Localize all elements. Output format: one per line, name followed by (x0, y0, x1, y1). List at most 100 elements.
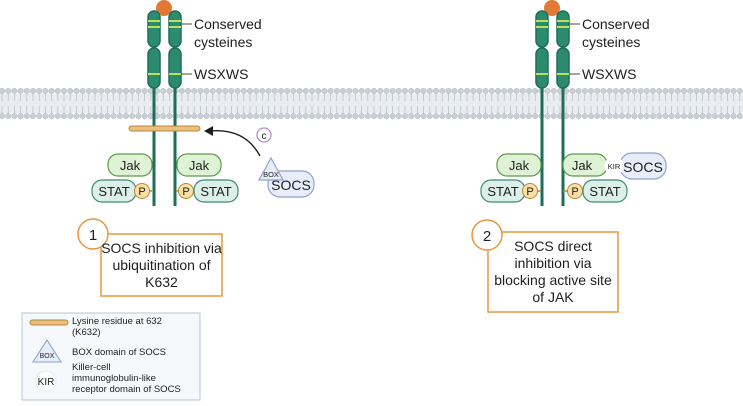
lipid-head (67, 87, 74, 94)
lipid-head (643, 87, 650, 94)
lipid-head (358, 112, 365, 119)
jak-left-box (107, 153, 153, 177)
lipid-head (178, 112, 185, 119)
lipid-head (625, 112, 632, 119)
lipid-head (141, 87, 148, 94)
lipid-head (532, 112, 539, 119)
lipid-head (129, 112, 136, 119)
lipid-head (215, 87, 222, 94)
lipid-head (581, 112, 588, 119)
lipid-head (625, 87, 632, 94)
lipid-head (352, 112, 359, 119)
lipid-head (73, 87, 80, 94)
lipid-head (643, 112, 650, 119)
lipid-head (327, 112, 334, 119)
lipid-head (588, 87, 595, 94)
lipid-head (408, 87, 415, 94)
lipid-head (259, 112, 266, 119)
phospho-left-label: P (526, 186, 533, 198)
lipid-head (420, 87, 427, 94)
lipid-head (160, 87, 167, 94)
legend-kir-circle (35, 370, 57, 392)
lipid-head (383, 87, 390, 94)
ubiquitin-circle (256, 127, 272, 143)
step-1-description-box (100, 233, 223, 297)
lipid-head (0, 88, 5, 94)
lipid-head (0, 113, 5, 119)
lipid-head (631, 87, 638, 94)
lipid-head (687, 112, 694, 119)
lipid-head (11, 112, 18, 119)
lipid-head (160, 112, 167, 119)
lipid-head (191, 112, 198, 119)
lipid-head (433, 112, 440, 119)
lipid-head (445, 112, 452, 119)
stat-right-box (193, 179, 239, 203)
panel-2: Conserved cysteines WSXWS Jak Jak SOCS K… (471, 0, 667, 313)
lipid-head (222, 87, 229, 94)
cysteines-label-line2: cysteines (194, 34, 252, 50)
lipid-head (253, 87, 260, 94)
lipid-head (98, 87, 105, 94)
lipid-head (116, 87, 123, 94)
lipid-head (327, 87, 334, 94)
kir-domain-label: KIR (608, 162, 621, 171)
lipid-head (395, 112, 402, 119)
lipid-head (284, 112, 291, 119)
lipid-head (681, 112, 688, 119)
arrow-head (204, 126, 213, 136)
lipid-head (730, 112, 737, 119)
lipid-head (333, 87, 340, 94)
lipid-head (519, 112, 526, 119)
lipid-head (184, 112, 191, 119)
motif-label: WSXWS (194, 66, 248, 82)
lipid-head (575, 87, 582, 94)
lipid-head (371, 87, 378, 94)
lipid-head (61, 87, 68, 94)
step-2-line: of JAK (532, 289, 574, 305)
lipid-head (85, 112, 92, 119)
lipid-head (550, 112, 557, 119)
lipid-head (426, 112, 433, 119)
lipid-head (408, 112, 415, 119)
receptor-chain-right (556, 10, 570, 206)
cysteines-label-line1: Conserved (582, 16, 650, 32)
lipid-head (284, 87, 291, 94)
lipid-head (110, 87, 117, 94)
step-2-line: inhibition via (514, 255, 592, 271)
lipid-head (606, 112, 613, 119)
lipid-head (681, 87, 688, 94)
lipid-head (414, 112, 421, 119)
legend-line: (K632) (72, 327, 101, 338)
step-1-line: K632 (145, 274, 178, 290)
lipid-head (135, 87, 142, 94)
lipid-head (135, 112, 142, 119)
step-1-line: ubiquitination of (112, 257, 211, 273)
lipid-head (414, 87, 421, 94)
legend-line: BOX domain of SOCS (72, 347, 166, 358)
lipid-head (377, 87, 384, 94)
lipid-head (439, 87, 446, 94)
legend-line: immunoglobulin-like (72, 373, 156, 384)
lipid-head (352, 87, 359, 94)
lipid-head (17, 87, 24, 94)
lipid-head (346, 87, 353, 94)
legend-kir-text: Killer-cell immunoglobulin-like receptor… (72, 362, 181, 395)
lipid-head (569, 87, 576, 94)
ligand-ball (544, 0, 560, 16)
lipid-head (619, 87, 626, 94)
ligand-ball (156, 0, 172, 16)
socs-1-label: SOCS (271, 177, 311, 193)
lipid-head (581, 87, 588, 94)
lipid-head (23, 112, 30, 119)
lipid-head (451, 112, 458, 119)
lipid-head (451, 87, 458, 94)
lipid-head (693, 112, 700, 119)
stat-right-box (582, 179, 628, 203)
step-1-number: 1 (89, 227, 97, 244)
lipid-head (340, 112, 347, 119)
lipid-head (265, 112, 272, 119)
phospho-left (522, 183, 538, 199)
lipid-head (619, 112, 626, 119)
lipid-head (668, 87, 675, 94)
